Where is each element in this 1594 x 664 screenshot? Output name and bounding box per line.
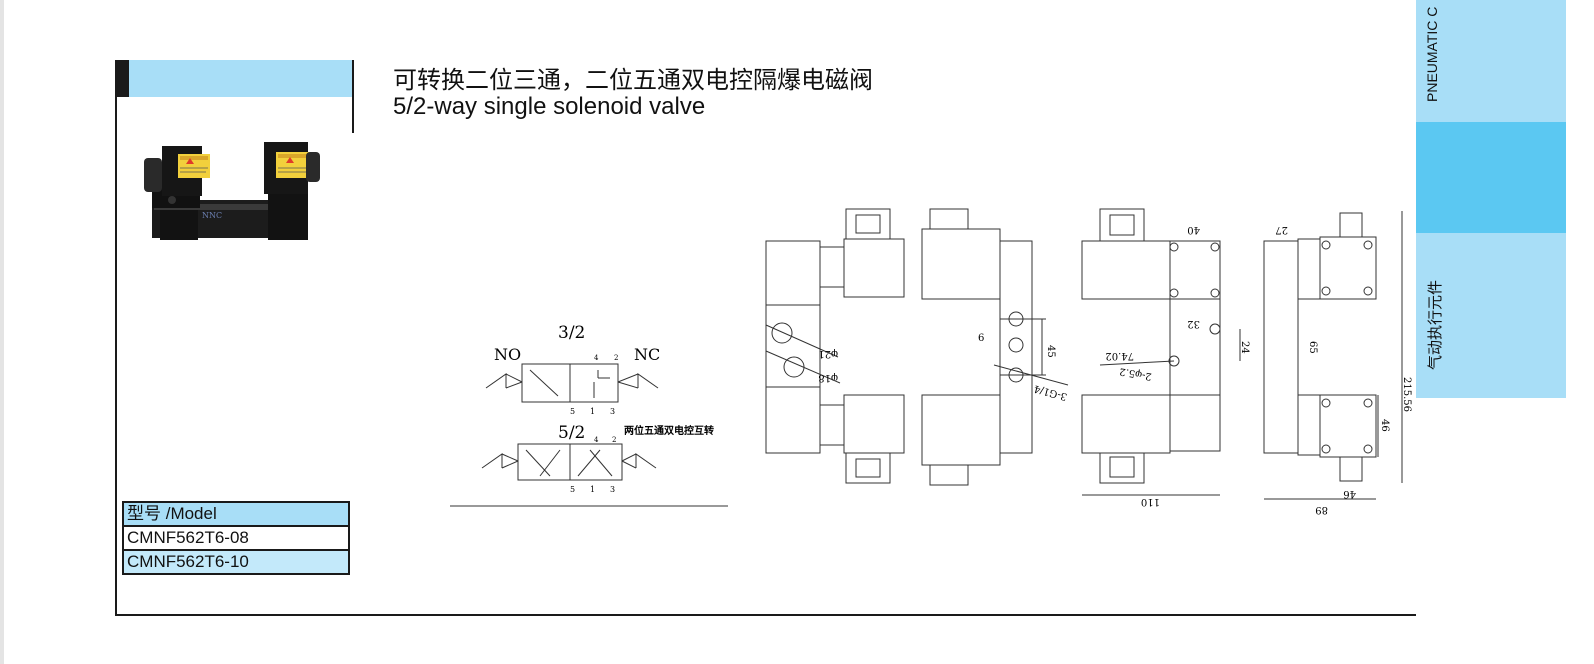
symbol-port-2b: 2 [612, 436, 616, 444]
dim-45: 45 [1045, 345, 1056, 358]
dim-24: 24 [1239, 341, 1250, 354]
svg-text:NNC: NNC [202, 211, 222, 220]
dim-65: 65 [1307, 341, 1318, 354]
dim-7402: 74.02 [1105, 350, 1134, 361]
header-blue-bar [129, 60, 353, 97]
symbol-port-3b: 3 [610, 485, 615, 494]
symbol-port-1b: 1 [590, 485, 595, 494]
symbol-port-5: 5 [570, 407, 575, 416]
model-cell: CMNF562T6-08 [122, 525, 350, 551]
symbol-port-4: 4 [594, 354, 599, 362]
side-tab-label-zh: 气动执行元件 [1426, 279, 1444, 370]
symbol-port-5b: 5 [570, 485, 575, 494]
symbol-caption-zh: 两位五通双电控互转 [624, 424, 714, 437]
symbol-label-nc: NC [634, 345, 660, 364]
model-table-header: 型号 /Model [122, 501, 350, 527]
model-cell: CMNF562T6-10 [122, 549, 350, 575]
product-photo: NNC [144, 142, 320, 240]
dim-phi18: φ18 [818, 372, 838, 383]
dimension-drawings: φ21 φ18 6 45 3-G1/4 40 32 24 74.02 2-φ5.… [765, 208, 1412, 515]
model-table: 型号 /Model CMNF562T6-08 CMNF562T6-10 [122, 501, 350, 575]
dim-46-vertical: 46 [1379, 419, 1390, 432]
symbol-label-52: 5/2 [558, 423, 585, 443]
side-tab-label-en: PNEUMATIC C [1424, 6, 1440, 102]
product-title-zh: 可转换二位三通，二位五通双电控隔爆电磁阀 [393, 66, 873, 94]
dim-27: 27 [1275, 224, 1288, 235]
dim-2phi52: 2-φ5.2 [1119, 365, 1153, 382]
side-tab-active [1416, 122, 1566, 233]
header-accent-bar [115, 60, 129, 97]
dim-21556: 215.56 [1401, 377, 1412, 412]
dim-46-horizontal: 46 [1343, 488, 1356, 499]
page-margin-right [1566, 0, 1594, 664]
symbol-port-1: 1 [590, 407, 595, 416]
dim-6: 6 [978, 333, 984, 344]
page-edge [0, 0, 4, 664]
frame-bottom-line [115, 614, 1416, 616]
model-table-header-row: 型号 /Model [122, 501, 350, 527]
dim-89: 89 [1315, 504, 1328, 515]
dim-thread: 3-G1/4 [1033, 382, 1069, 401]
table-row: CMNF562T6-08 [122, 525, 350, 551]
dim-40: 40 [1187, 224, 1200, 235]
dim-110: 110 [1141, 496, 1160, 507]
product-title-en: 5/2-way single solenoid valve [393, 93, 706, 120]
symbol-port-3: 3 [610, 407, 615, 416]
symbol-label-no: NO [494, 345, 521, 364]
header-divider-line [352, 60, 354, 133]
pneumatic-symbol-diagram: 3/2 NO NC 4 2 5 1 3 5/2 两位五通双电控互转 4 2 [450, 323, 728, 507]
frame-left-line [115, 60, 117, 616]
side-tab-bottom [1416, 233, 1566, 398]
side-tab-top [1416, 0, 1566, 122]
dim-32: 32 [1187, 318, 1200, 329]
symbol-label-32: 3/2 [558, 323, 585, 343]
symbol-port-4b: 4 [594, 436, 599, 444]
table-row: CMNF562T6-10 [122, 549, 350, 575]
symbol-port-2: 2 [614, 354, 618, 362]
dim-phi21: φ21 [818, 348, 838, 359]
